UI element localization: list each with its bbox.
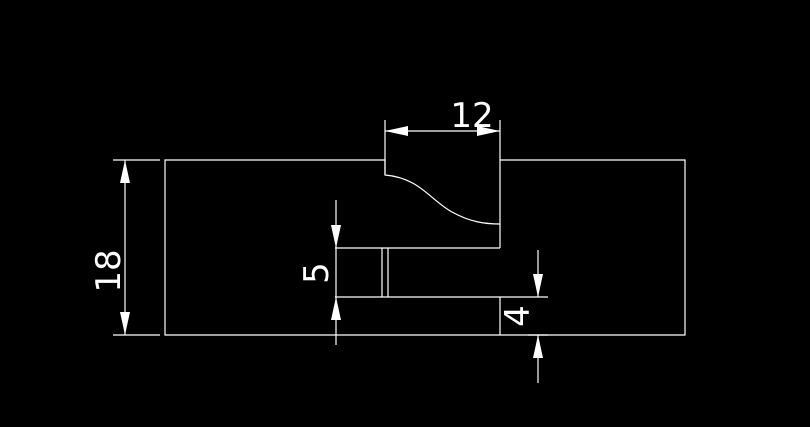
dimension-text-4: 4 xyxy=(498,305,538,327)
arrowhead-top xyxy=(533,274,543,297)
slot-geometry xyxy=(335,224,548,335)
outer-contour xyxy=(164,159,686,336)
arrowhead-top xyxy=(331,225,341,248)
arrowhead-left xyxy=(385,126,408,136)
arrowhead-bottom xyxy=(120,312,130,335)
arrowhead-top xyxy=(120,160,130,183)
arrowhead-bottom xyxy=(331,297,341,320)
dimension-text-18: 18 xyxy=(89,249,129,292)
part-outline xyxy=(164,159,686,336)
dimension-text-5: 5 xyxy=(297,262,337,284)
arrowhead-bottom xyxy=(533,335,543,358)
dimension-slot-height: 5 xyxy=(297,200,341,345)
arrowhead-right xyxy=(477,126,500,136)
dimension-top-width: 12 xyxy=(384,96,501,160)
dimension-overall-height: 18 xyxy=(89,159,160,336)
dimension-text-12: 12 xyxy=(450,96,493,136)
dimension-step-height: 4 xyxy=(498,250,548,383)
